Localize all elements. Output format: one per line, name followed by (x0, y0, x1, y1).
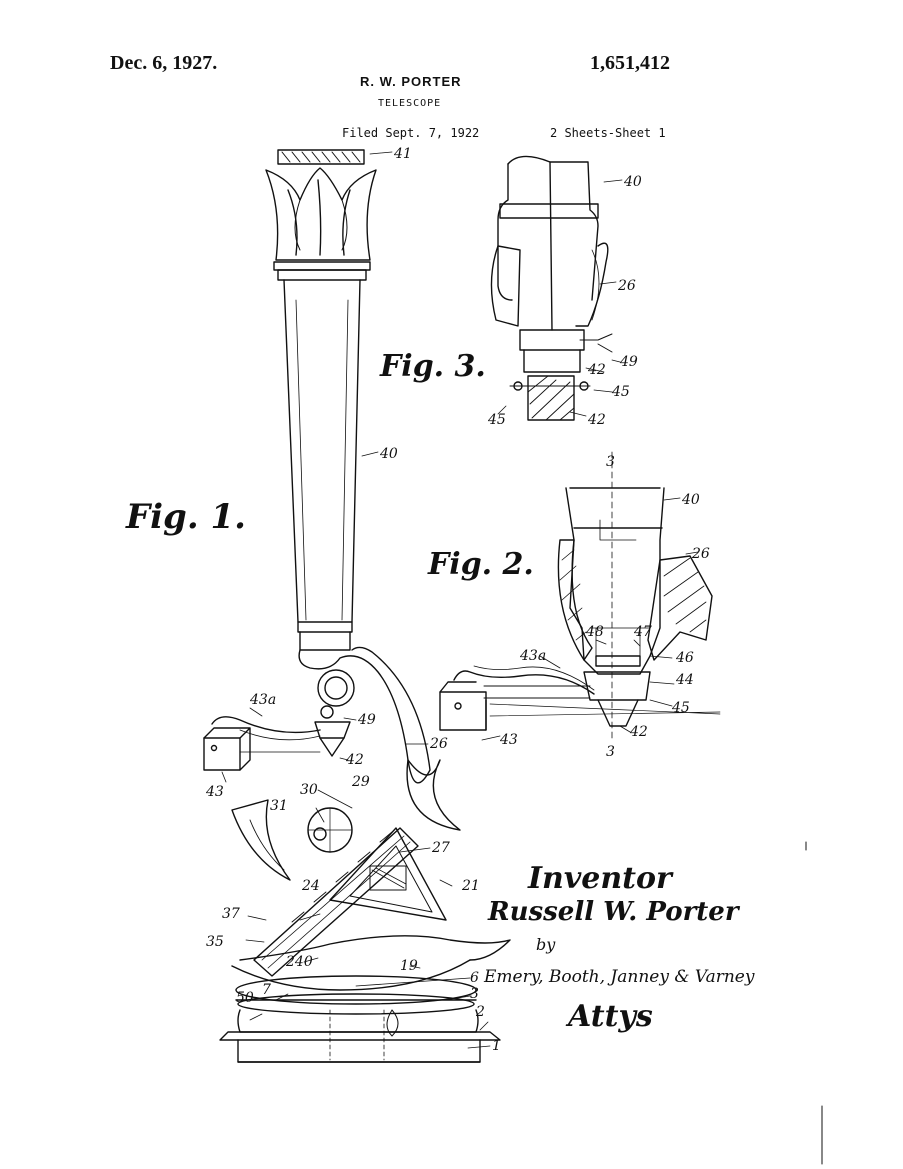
ref-1: 1 (492, 1038, 501, 1054)
ref-fig3-26: 26 (617, 278, 636, 294)
reference-numerals: 41 40 43a 49 42 43 26 29 30 31 27 24 21 … (205, 146, 710, 1054)
ref-fig2-45: 45 (671, 700, 690, 716)
signature-block: Inventor Russell W. Porter by Emery, Boo… (483, 861, 755, 1034)
ref-fig2-44: 44 (675, 672, 694, 688)
ref-fig3-40: 40 (623, 174, 642, 190)
inventor-name-header: R. W. PORTER (360, 74, 462, 89)
fig1-telescope-drawing (203, 149, 511, 1063)
ref-3: 3 (470, 986, 479, 1002)
signature-by: by (536, 935, 556, 954)
ref-fig2-47: 47 (633, 624, 652, 640)
ref-fig2-3-bottom: 3 (606, 744, 615, 760)
ref-fig2-40: 40 (681, 492, 700, 508)
ref-fig2-42: 42 (629, 724, 648, 740)
ref-43a: 43a (249, 692, 276, 708)
ref-24: 24 (301, 878, 320, 894)
fig1-caption: Fig. 1. (125, 497, 246, 537)
ref-29: 29 (351, 774, 370, 790)
ref-fig2-26: 26 (691, 546, 710, 562)
signature-inventor-name: Russell W. Porter (487, 897, 741, 927)
ref-fig3-42-upper: 42 (587, 362, 606, 378)
ref-49: 49 (357, 712, 376, 728)
ref-fig2-43a: 43a (519, 648, 546, 664)
ref-27: 27 (431, 840, 450, 856)
ref-50: 50 (236, 990, 254, 1006)
ref-21: 21 (461, 878, 480, 894)
ref-fig3-45-left: 45 (487, 412, 506, 428)
ref-30: 30 (300, 782, 318, 798)
patent-title: TELESCOPE (378, 98, 442, 109)
filed-date: Filed Sept. 7, 1922 (342, 126, 480, 140)
ref-fig3-42-lower: 42 (587, 412, 606, 428)
fig2-section-drawing (439, 451, 721, 741)
ref-fig2-3-top: 3 (606, 454, 615, 470)
ref-fig3-49: 49 (619, 354, 638, 370)
ref-fig3-45-right: 45 (611, 384, 630, 400)
signature-attys: Attys (565, 999, 653, 1034)
ref-6: 6 (470, 970, 479, 986)
ref-40: 40 (379, 446, 398, 462)
patent-date: Dec. 6, 1927. (110, 52, 218, 74)
figure-captions: Fig. 1. Fig. 2. Fig. 3. (125, 349, 534, 582)
sheet-count: 2 Sheets-Sheet 1 (550, 126, 666, 140)
ref-fig2-43: 43 (499, 732, 518, 748)
ref-19: 19 (400, 958, 418, 974)
fig3-caption: Fig. 3. (379, 349, 486, 384)
ref-42: 42 (345, 752, 364, 768)
signature-inventor-heading: Inventor (527, 861, 674, 896)
ref-fig2-48: 48 (585, 624, 604, 640)
fig2-caption: Fig. 2. (427, 547, 534, 582)
ref-240: 240 (285, 954, 313, 970)
ref-41: 41 (393, 146, 412, 162)
fig3-section-drawing (490, 155, 623, 421)
ref-43: 43 (205, 784, 224, 800)
ref-2: 2 (475, 1004, 485, 1020)
ref-7: 7 (262, 982, 271, 998)
ref-35: 35 (206, 934, 224, 950)
signature-attorneys: Emery, Booth, Janney & Varney (483, 967, 755, 987)
ref-31: 31 (270, 798, 288, 814)
ref-26: 26 (429, 736, 448, 752)
ref-37: 37 (222, 906, 240, 922)
ref-fig2-46: 46 (675, 650, 694, 666)
patent-number: 1,651,412 (590, 52, 670, 74)
